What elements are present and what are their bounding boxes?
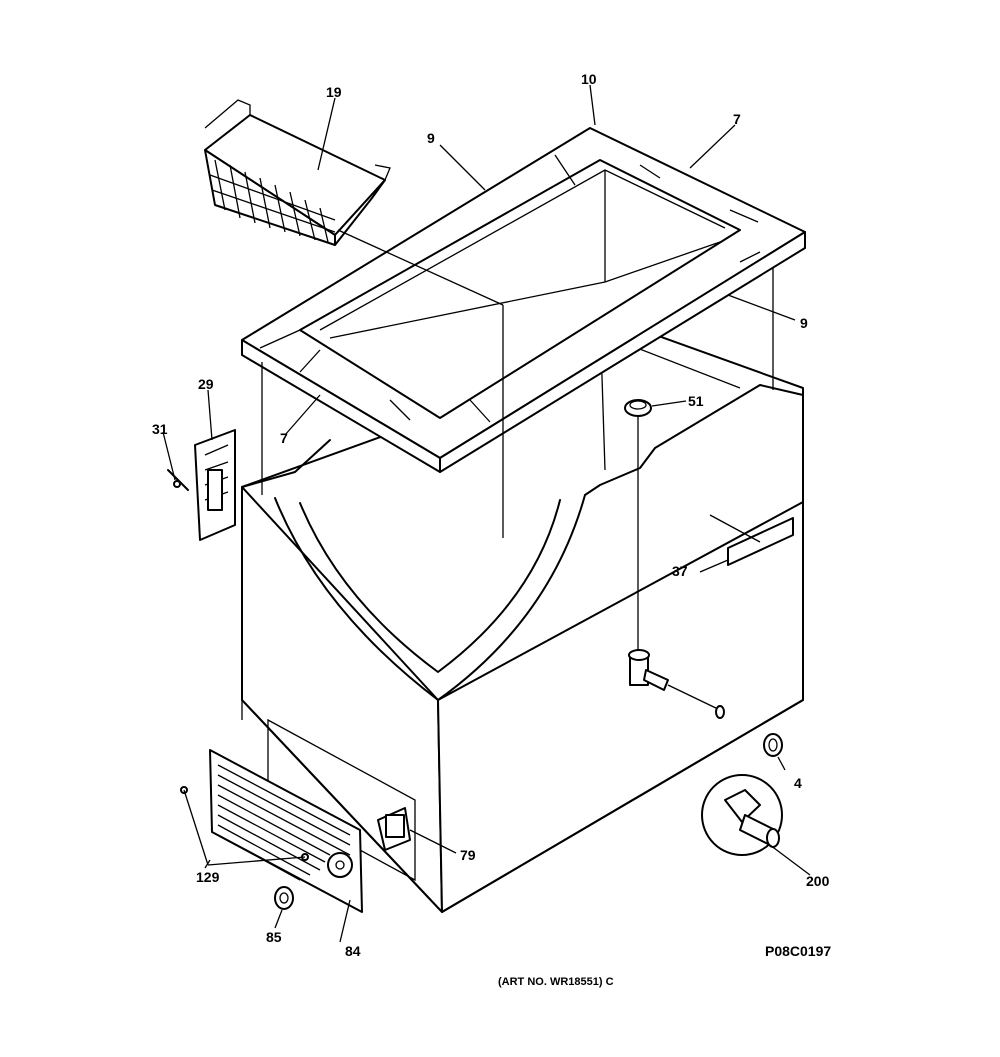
callout-31: 31 bbox=[152, 421, 168, 437]
serial-label bbox=[709, 514, 794, 566]
callout-10: 10 bbox=[581, 71, 597, 87]
callout-84: 84 bbox=[345, 943, 361, 959]
callout-29: 29 bbox=[198, 376, 214, 392]
callout-7-top: 7 bbox=[733, 111, 741, 127]
callout-37: 37 bbox=[672, 563, 688, 579]
callout-labels: 19 10 7 9 9 29 31 7 51 37 4 79 200 129 8… bbox=[152, 71, 830, 959]
drain-tube bbox=[628, 649, 725, 719]
control-switch bbox=[377, 807, 411, 851]
callout-4: 4 bbox=[794, 775, 802, 791]
callout-85: 85 bbox=[266, 929, 282, 945]
hinge-assembly bbox=[167, 429, 236, 541]
leader-lines bbox=[162, 84, 811, 943]
washer bbox=[274, 886, 294, 910]
gasket-frame bbox=[241, 127, 806, 473]
callout-7-left: 7 bbox=[280, 430, 288, 446]
callout-9-right: 9 bbox=[800, 315, 808, 331]
toe-grille bbox=[180, 718, 416, 913]
callout-129: 129 bbox=[196, 869, 220, 885]
callout-19: 19 bbox=[326, 84, 342, 100]
callout-200: 200 bbox=[806, 873, 830, 889]
callout-51: 51 bbox=[688, 393, 704, 409]
drain-plug bbox=[624, 399, 652, 650]
drain-fitting-detail bbox=[701, 774, 783, 856]
drain-cap bbox=[763, 733, 783, 757]
callout-9-top: 9 bbox=[427, 130, 435, 146]
callout-79: 79 bbox=[460, 847, 476, 863]
wire-basket bbox=[204, 99, 391, 246]
drawing-code: P08C0197 bbox=[765, 943, 831, 959]
art-number: (ART NO. WR18551) C bbox=[498, 976, 614, 988]
